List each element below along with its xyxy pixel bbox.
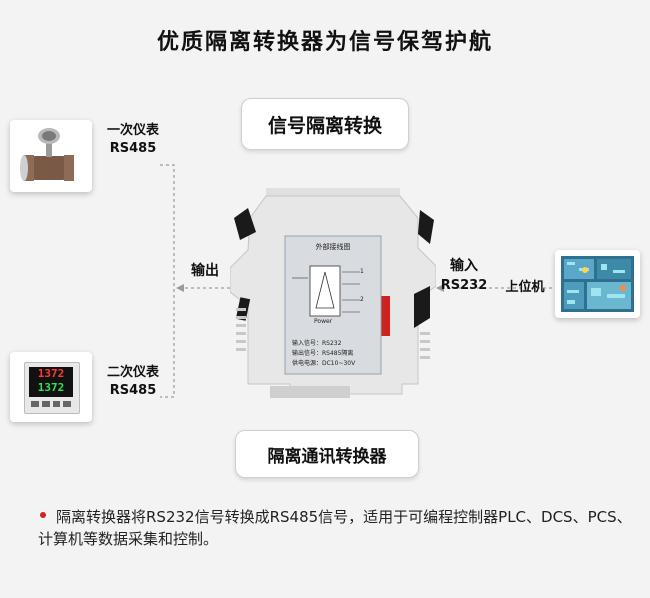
panel-meter-icon: 1372 1372	[24, 362, 80, 414]
host-card	[555, 250, 640, 318]
bullet-dot	[40, 512, 46, 518]
flowmeter-icon	[20, 128, 74, 181]
host-label: 上位机	[505, 280, 545, 295]
converter-port-1: 1	[360, 268, 364, 275]
converter-spec-3: 供电电源：DC10~30V	[292, 360, 356, 367]
converter-device: 外部接线图 1 2 Power 输入信号：RS232 输出信号：RS485隔离 …	[230, 188, 436, 400]
device1-protocol: RS485	[109, 141, 157, 156]
device1-label: 一次仪表 RS485	[98, 122, 168, 158]
converter-port-2: 2	[360, 296, 364, 303]
converter-power-label: Power	[314, 318, 333, 325]
description-text: 隔离转换器将RS232信号转换成RS485信号，适用于可编程控制器PLC、DCS…	[38, 508, 632, 548]
device2-label: 二次仪表 RS485	[98, 364, 168, 400]
device2-name: 二次仪表	[106, 365, 159, 380]
top-label-pill: 信号隔离转换	[241, 98, 409, 150]
converter-spec-1: 输入信号：RS232	[292, 340, 342, 347]
flowmeter-card	[10, 120, 92, 192]
top-label-text: 信号隔离转换	[267, 114, 382, 137]
device1-name: 一次仪表	[106, 123, 159, 138]
output-label: 输出	[191, 263, 219, 279]
panel-meter-card: 1372 1372	[10, 352, 92, 422]
meter-display-top: 1372	[37, 367, 65, 380]
converter-panel-title: 外部接线图	[315, 243, 351, 251]
page-title: 优质隔离转换器为信号保驾护航	[156, 30, 493, 55]
meter-display-bottom: 1372	[37, 381, 65, 394]
bottom-label-pill: 隔离通讯转换器	[235, 430, 419, 478]
input-label: 输入 RS232	[438, 256, 490, 296]
input-label-text: 输入	[450, 258, 478, 274]
bottom-label-text: 隔离通讯转换器	[267, 446, 387, 467]
computer-host-icon	[561, 256, 634, 312]
device2-protocol: RS485	[109, 383, 157, 398]
input-protocol: RS232	[440, 278, 488, 293]
converter-spec-2: 输出信号：RS485隔离	[292, 350, 354, 357]
